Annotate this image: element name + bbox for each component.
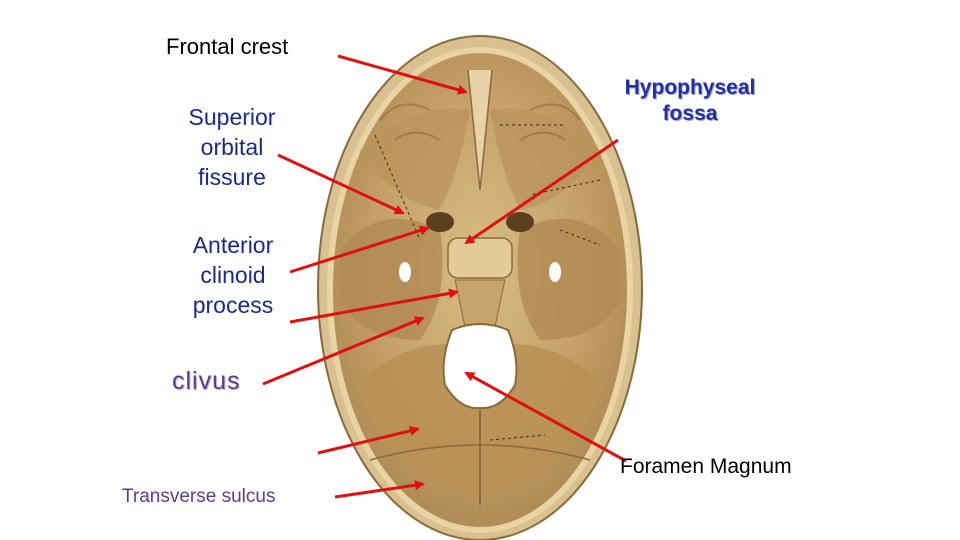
arrow-transverse-sulcus-1 <box>317 426 420 455</box>
label-superior-orbital-fissure: Superior orbital fissure <box>168 102 296 192</box>
label-transverse-sulcus: Transverse sulcus <box>122 486 276 507</box>
label-line: Hypophyseal <box>624 76 756 99</box>
arrows <box>262 54 627 499</box>
label-anterior-clinoid-process: Anterior clinoid process <box>170 230 296 320</box>
label-line: clinoid <box>200 262 266 288</box>
label-clivus: clivus <box>172 367 241 395</box>
arrow-clivus-2 <box>262 316 425 386</box>
arrow-frontal-crest <box>337 54 468 95</box>
label-line: orbital <box>200 134 264 160</box>
label-hypophyseal-fossa: Hypophyseal fossa <box>600 75 780 127</box>
arrow-superior-orbital-fissure <box>277 153 405 215</box>
skull-base-illustration <box>317 35 643 540</box>
arrow-foramen-magnum <box>464 371 627 463</box>
label-frontal-crest: Frontal crest <box>166 34 289 59</box>
arrow-hypophyseal-fossa <box>464 138 619 245</box>
label-line: fossa <box>662 102 718 125</box>
arrow-anterior-clinoid-process <box>289 225 430 274</box>
arrow-transverse-sulcus-2 <box>334 480 425 499</box>
label-line: fissure <box>198 164 266 190</box>
label-line: Anterior <box>192 232 274 258</box>
label-line: Superior <box>188 104 276 130</box>
label-foramen-magnum: Foramen Magnum <box>620 455 792 478</box>
arrow-clivus-1 <box>289 288 459 324</box>
label-line: process <box>192 292 274 318</box>
